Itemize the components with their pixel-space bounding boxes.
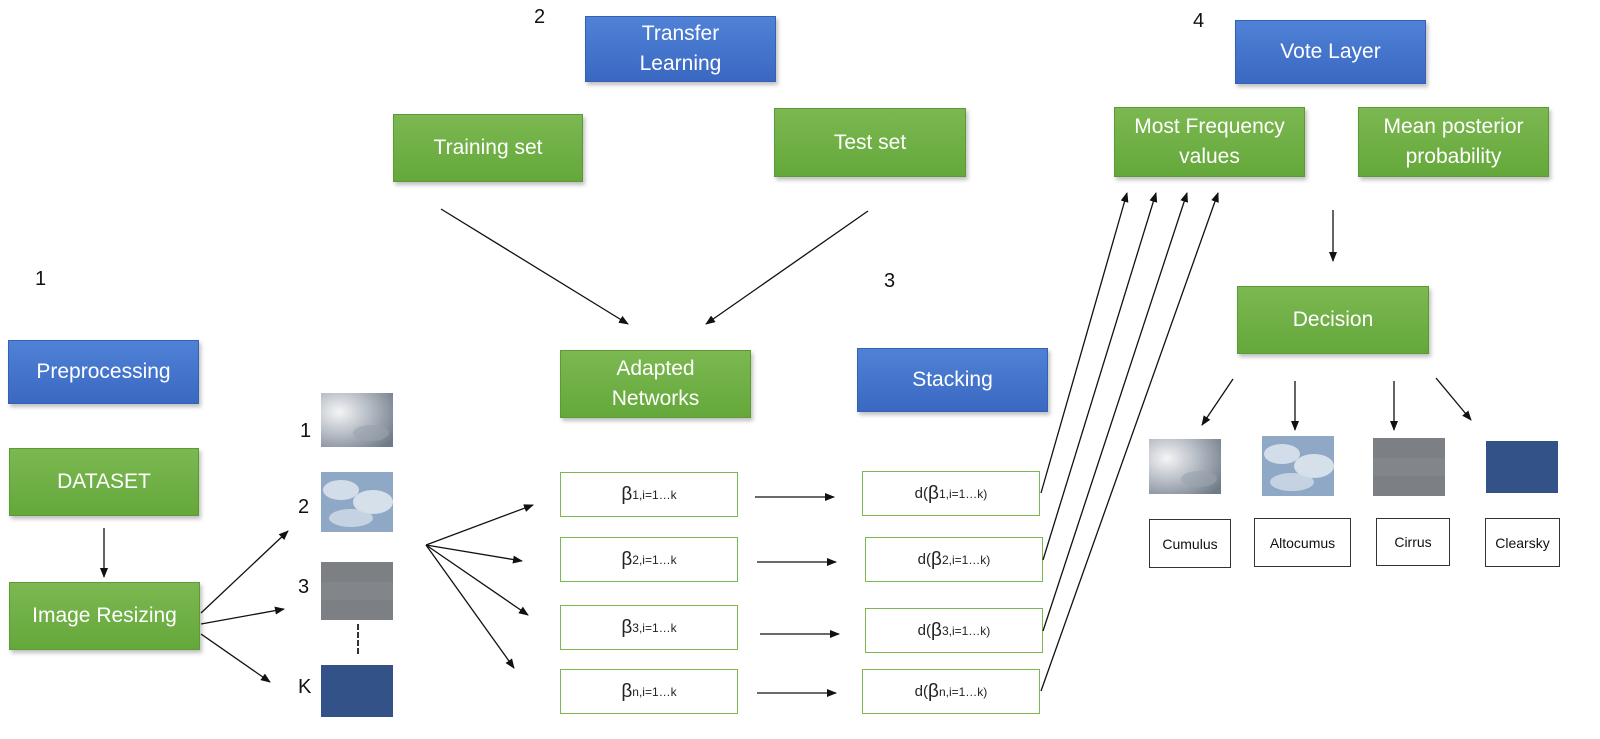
thumb-label-1: 1 [300,420,312,442]
step-number-3: 3 [884,270,896,292]
arrow-decision-to-cumulus [1201,378,1234,426]
adapted-networks-box: Adapted Networks [560,350,751,418]
stacking-box: Stacking [857,348,1048,412]
arrow-training-to-adapted [440,208,629,325]
class-label-clearsky: Clearsky [1485,518,1560,567]
arrow-fan-to-beta-2 [425,544,523,564]
cirrus-result-image [1373,438,1445,496]
class-label-altocumus: Altocumus [1254,518,1351,567]
training-set-box: Training set [393,114,583,182]
arrow-test-to-adapted [705,210,869,325]
altocumulus-thumbnail-2 [321,472,393,532]
arrow-resizing-to-thumb-k [200,633,271,683]
decision-box: Decision [1237,286,1429,354]
arrow-decision-to-clearsky [1435,377,1472,421]
arrow-fan-to-beta-1 [425,504,534,546]
altocumulus-result-image [1262,436,1334,496]
cirrus-thumbnail-3 [321,562,393,620]
mean-posterior-probability-box: Mean posterior probability [1358,107,1549,177]
clearsky-result-image [1486,441,1558,493]
arrow-resizing-to-thumb-2 [200,530,289,614]
most-frequency-values-box: Most Frequency values [1114,107,1305,177]
cumulus-result-image [1149,439,1221,494]
arrow-fan-to-beta-n [425,544,515,669]
arrow-fan-to-beta-3 [425,544,529,616]
image-resizing-box: Image Resizing [9,582,200,650]
thumb-label-k: K [298,676,312,698]
preprocessing-box: Preprocessing [8,340,199,404]
dataset-box: DATASET [9,448,199,516]
transfer-learning-box: Transfer Learning [585,16,776,82]
arrow-d2-to-most-frequency [1042,192,1158,561]
thumb-label-3: 3 [298,576,310,598]
arrow-d3-to-most-frequency [1042,192,1188,632]
arrow-d1-to-most-frequency [1040,192,1129,494]
class-label-cumulus: Cumulus [1149,519,1231,568]
arrow-dn-to-most-frequency [1040,192,1219,692]
step-number-1: 1 [35,268,47,290]
clearsky-thumbnail-k [321,665,393,717]
class-label-cirrus: Cirrus [1376,518,1450,566]
test-set-box: Test set [774,108,966,177]
vote-layer-box: Vote Layer [1235,20,1426,84]
step-number-2: 2 [534,6,546,28]
cumulus-thumbnail-1 [321,393,393,447]
thumbnail-ellipsis-dashes [357,624,359,654]
arrow-resizing-to-thumb-3 [200,606,285,625]
step-number-4: 4 [1193,10,1205,32]
thumb-label-2: 2 [298,496,310,518]
